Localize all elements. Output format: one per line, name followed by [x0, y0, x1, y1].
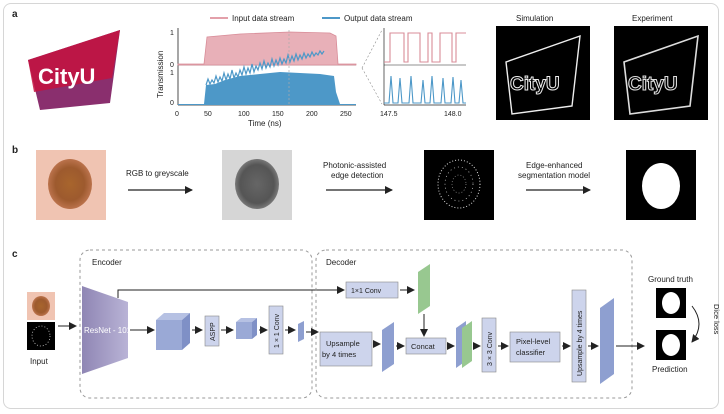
concat-feature-stack: [456, 321, 472, 368]
upsample-label-2: by 4 times: [322, 350, 356, 359]
pixel-classifier-block: [509, 331, 561, 363]
experiment-title: Experiment: [632, 14, 673, 23]
aspp-label: ASPP: [210, 322, 217, 341]
cityu-logo: CityU: [28, 30, 120, 110]
resnet-label: ResNet - 101: [84, 326, 132, 335]
step-segmentation-1: Edge-enhanced: [526, 161, 583, 170]
upsampled-feature: [382, 322, 394, 372]
zoom-connector-2: [361, 67, 383, 105]
zoom-output-pulses: [384, 75, 466, 104]
upsample-final-label: Upsample by 4 times: [577, 310, 584, 376]
xlabel-time: Time (ns): [248, 119, 282, 128]
simulation-logo-edges: CityU: [510, 74, 560, 95]
ytick-top-1: 1: [170, 30, 174, 37]
panel-b-label: b: [12, 145, 18, 156]
step-rgb-to-greyscale: RGB to greyscale: [126, 169, 189, 178]
conv1x1-decoder-block: [345, 281, 399, 299]
ground-truth-mask: [656, 288, 686, 318]
skip-connection: [117, 286, 345, 298]
aspp-feature-cube: [236, 318, 257, 339]
conv3x3-block: [481, 317, 497, 373]
zoom-xtick-1480: 148.0: [444, 111, 462, 118]
aspp-block: [204, 315, 220, 347]
resnet-block: [82, 286, 128, 374]
dice-loss-arrow: [691, 305, 700, 343]
encoder-title: Encoder: [92, 258, 122, 267]
concat-block: [405, 337, 447, 355]
upsample-block: [319, 331, 373, 367]
conv1x1-decoder-label: 1×1 Conv: [351, 288, 382, 295]
xtick-250: 250: [340, 111, 352, 118]
figure-frame: [3, 3, 719, 409]
input-label: Input: [30, 357, 49, 366]
decoder-low-level-feature: [418, 264, 430, 314]
skin-rgb-image: [36, 150, 106, 220]
decoder-title: Decoder: [326, 258, 357, 267]
input-stream-area: [177, 31, 357, 66]
ytick-bottom-1: 1: [170, 70, 174, 77]
legend-input: Input data stream: [232, 14, 295, 23]
step-segmentation-2: segmentation model: [518, 171, 590, 180]
xtick-100: 100: [238, 111, 250, 118]
dice-loss-label: Dice loss: [712, 304, 721, 335]
encoder-feature-cube: [156, 313, 190, 350]
prediction-mask: [656, 330, 686, 360]
edge-detected-image: [424, 150, 494, 220]
panel-c-label: c: [12, 249, 18, 260]
final-feature-map: [600, 298, 614, 384]
xtick-200: 200: [306, 111, 318, 118]
input-edge-thumb: [27, 322, 55, 350]
skin-greyscale-image: [222, 150, 292, 220]
simulation-image: CityU: [496, 26, 590, 120]
logo-text: CityU: [38, 64, 95, 89]
experiment-image: CityU: [614, 26, 708, 120]
encoder-box: [79, 249, 313, 399]
upsample-label-1: Upsample: [326, 339, 360, 348]
conv1x1-encoder-block: [268, 305, 284, 355]
segmentation-mask-image: [626, 150, 696, 220]
experiment-logo-edges: CityU: [628, 74, 678, 95]
output-stream: [178, 49, 356, 105]
zoom-connector: [361, 29, 383, 69]
zoom-inset-chart: 147.5 148.0: [380, 28, 466, 118]
zoom-input-pulses: [384, 32, 466, 63]
pixel-classifier-label-2: classifier: [516, 348, 546, 357]
encoder-output-slab: [298, 321, 304, 342]
xtick-150: 150: [272, 111, 284, 118]
zoom-xtick-1475: 147.5: [380, 111, 398, 118]
input-rgb-thumb: [27, 292, 55, 320]
ytick-bottom-0: 0: [170, 100, 174, 107]
ytick-top-0: 0: [170, 62, 174, 69]
step-edge-detection-2: edge detection: [331, 171, 384, 180]
xtick-50: 50: [204, 111, 212, 118]
pixel-classifier-label-1: Pixel-level: [516, 337, 551, 346]
panel-a-label: a: [12, 9, 18, 20]
conv1x1-encoder-label: 1 × 1 Conv: [274, 313, 281, 348]
conv3x3-label: 3 × 3 Conv: [487, 331, 494, 366]
transmission-chart: Transmission Input data stream Output da…: [156, 14, 413, 128]
legend-output: Output data stream: [344, 14, 413, 23]
ground-truth-label: Ground truth: [648, 275, 693, 284]
upsample-final-block: [571, 289, 587, 383]
prediction-label: Prediction: [652, 365, 688, 374]
ylabel-transmission: Transmission: [156, 51, 165, 98]
concat-label: Concat: [411, 342, 436, 351]
decoder-box: [315, 249, 633, 399]
xtick-0: 0: [175, 111, 179, 118]
simulation-title: Simulation: [516, 14, 553, 23]
step-edge-detection-1: Photonic-assisted: [323, 161, 386, 170]
